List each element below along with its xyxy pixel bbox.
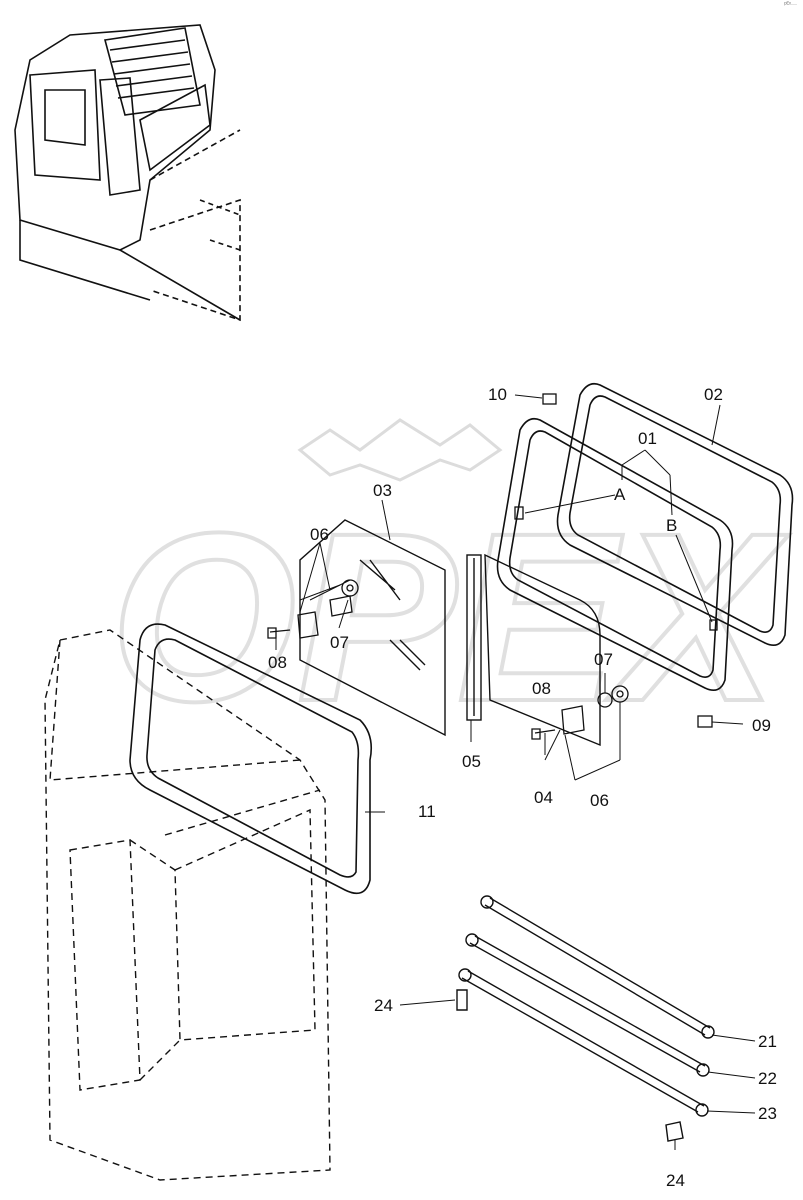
part-04-glass	[484, 553, 601, 747]
part-02-frame	[556, 382, 794, 646]
part-22-rod	[469, 935, 706, 1073]
label-05: 05	[462, 752, 481, 771]
label-02: 02	[704, 385, 723, 404]
label-23: 23	[758, 1104, 777, 1123]
label-09: 09	[752, 716, 771, 735]
part-23-rod	[461, 970, 705, 1113]
label-22: 22	[758, 1069, 777, 1088]
cab-overview	[14, 24, 241, 322]
label-06-right: 06	[590, 791, 609, 810]
rods	[456, 895, 715, 1142]
label-03: 03	[373, 481, 392, 500]
ref-label-a: A	[614, 485, 626, 504]
watermark-graphic: OPEX	[108, 418, 792, 753]
label-08-left: 08	[268, 653, 287, 672]
corner-mark: ᵖᴱˣ···	[784, 2, 797, 8]
cab-body	[44, 629, 331, 1181]
part-09-block	[697, 715, 713, 728]
part-21-rod	[484, 897, 711, 1036]
part-03-glass	[299, 519, 446, 737]
watermark-text: OPEX	[110, 483, 790, 751]
ref-label-b: B	[666, 516, 678, 535]
label-08-right: 08	[532, 679, 551, 698]
label-24-bottom: 24	[666, 1171, 685, 1190]
label-07-left: 07	[330, 633, 349, 652]
label-11: 11	[418, 802, 436, 821]
part-05-channel	[466, 554, 482, 721]
part-01-frame	[496, 417, 734, 691]
label-10: 10	[488, 385, 507, 404]
leader-lines	[275, 394, 756, 1150]
part-10-block	[542, 393, 557, 405]
part-24-bolt-a	[456, 989, 468, 1011]
label-21: 21	[758, 1032, 777, 1051]
part-11-seal	[129, 623, 373, 895]
label-04: 04	[534, 788, 553, 807]
label-24-left: 24	[374, 996, 393, 1015]
label-07-right: 07	[594, 650, 613, 669]
part-24-bolt-b	[665, 1121, 684, 1142]
label-06-left: 06	[310, 525, 329, 544]
label-01: 01	[638, 429, 657, 448]
